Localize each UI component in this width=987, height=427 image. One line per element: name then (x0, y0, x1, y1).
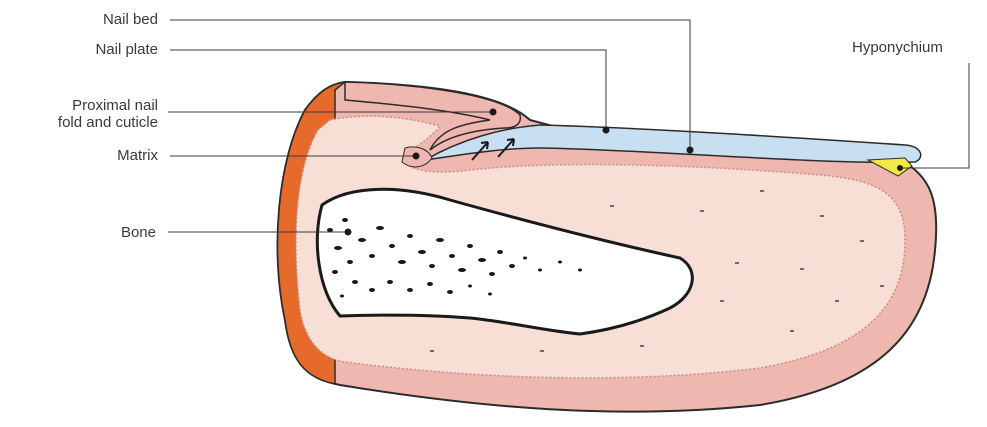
dot-matrix (413, 153, 420, 160)
dot-proximal-fold (490, 109, 497, 116)
label-matrix: Matrix (60, 148, 158, 163)
label-nail-bed: Nail bed (70, 12, 158, 27)
label-nail-plate: Nail plate (60, 42, 158, 57)
label-proximal-nail-fold-line1: Proximal nail (10, 98, 158, 113)
label-bone: Bone (60, 225, 156, 240)
dot-hyponychium (897, 165, 903, 171)
label-hyponychium: Hyponychium (852, 40, 943, 55)
dot-nail-bed (687, 147, 694, 154)
dot-bone (345, 229, 352, 236)
dot-nail-plate (603, 127, 610, 134)
label-proximal-nail-fold-line2: fold and cuticle (10, 115, 158, 130)
